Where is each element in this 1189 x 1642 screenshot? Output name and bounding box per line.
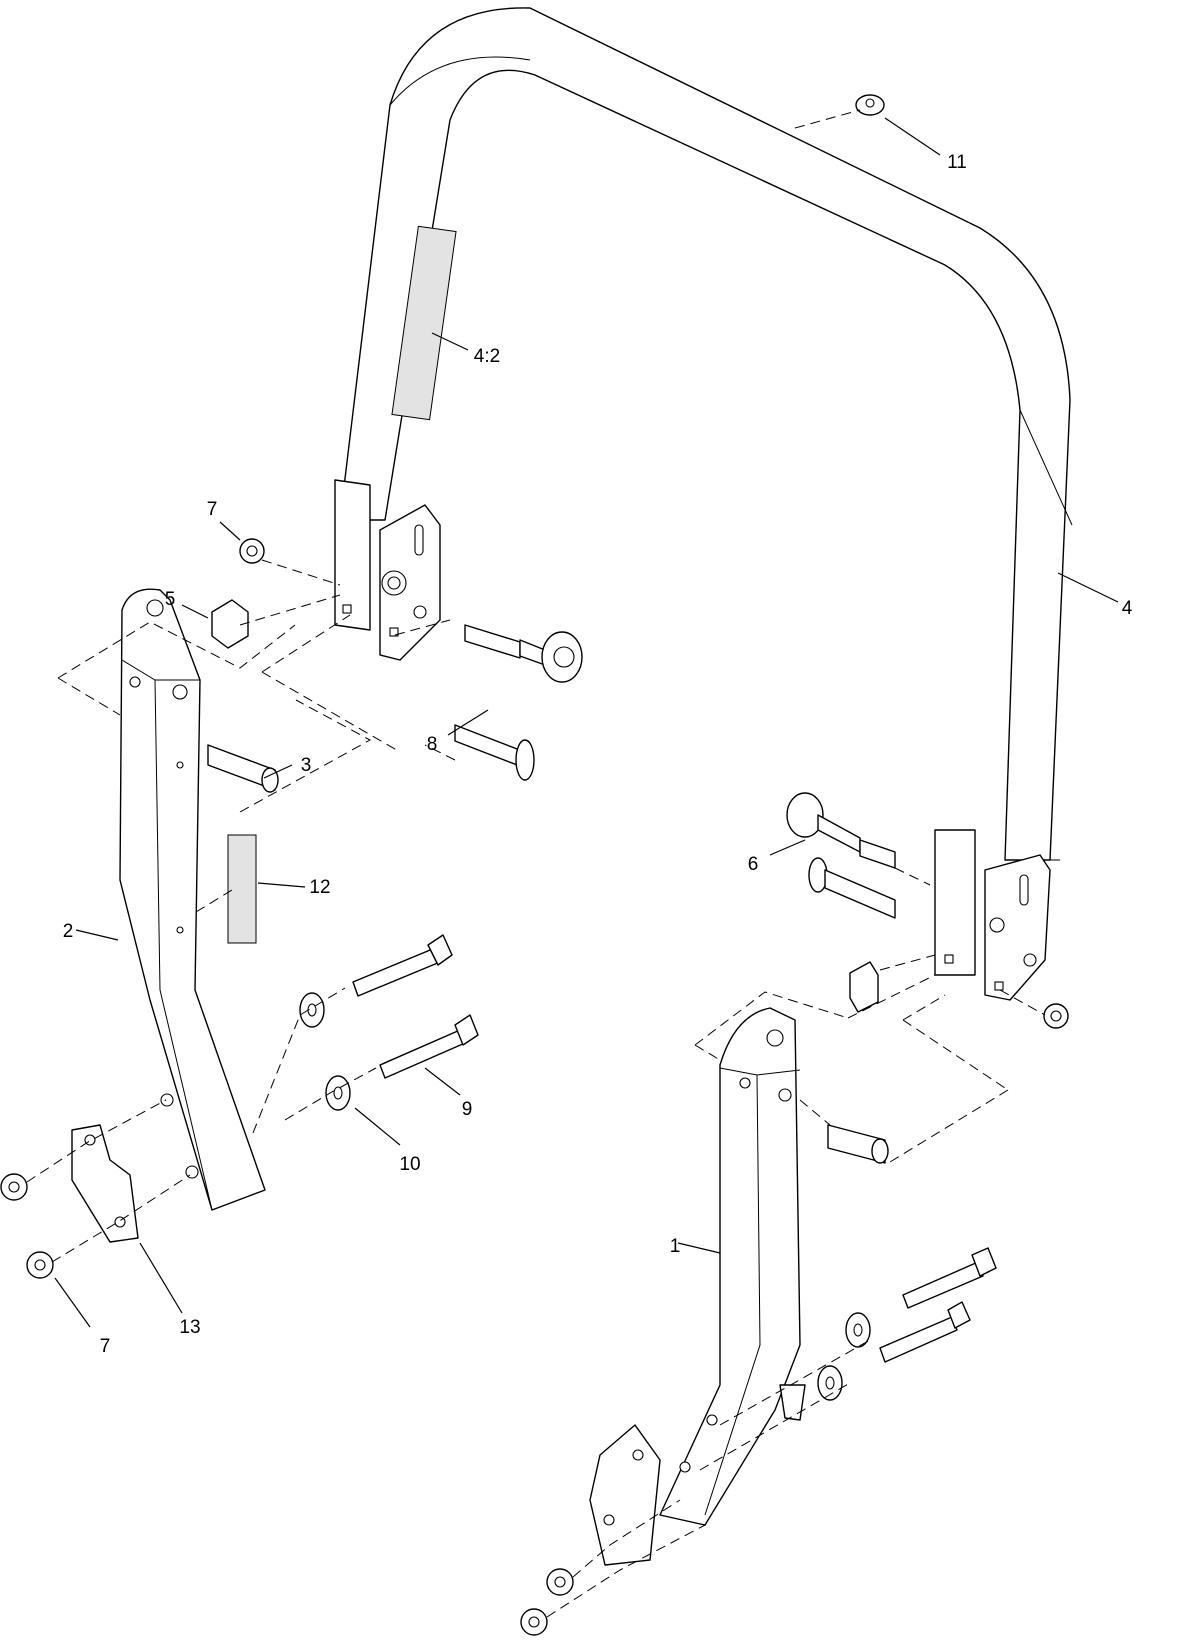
- callout-8: 8: [427, 734, 438, 755]
- callout-13: 13: [179, 1317, 200, 1338]
- callout-5: 5: [165, 589, 176, 610]
- right-clip-plate: [589, 1424, 661, 1566]
- bolts-left: [352, 934, 479, 1079]
- leader-lines: [54, 117, 1119, 1328]
- callout-2: 2: [63, 921, 74, 942]
- callout-11: 11: [947, 152, 967, 173]
- knobs: [211, 599, 879, 1013]
- roll-bar-hoop: [339, 7, 1073, 861]
- left-upright: [119, 588, 266, 1211]
- clevis-pin-upper: [454, 724, 535, 781]
- callout-12: 12: [309, 877, 330, 898]
- left-bushing: [207, 744, 279, 793]
- callout-3: 3: [301, 755, 312, 776]
- hoop-right-bracket: [934, 829, 1051, 1001]
- callout-4-2: 4:2: [474, 346, 500, 367]
- nut-right-1: [546, 1568, 574, 1596]
- left-locking-pin: [464, 624, 583, 683]
- callout-7-upper: 7: [207, 499, 218, 520]
- right-locking-pin: [786, 792, 896, 869]
- warning-decal: [227, 834, 257, 944]
- callout-6: 6: [748, 854, 759, 875]
- callout-1: 1: [670, 1236, 681, 1257]
- alignment-lines: [26, 109, 1046, 1618]
- callout-labels: 1 2 3 4 4:2 5 6 7 7 8 9 10 11 12 13: [63, 152, 1133, 1357]
- hoop-decal: [391, 225, 457, 421]
- bolts-right: [879, 1247, 997, 1363]
- callout-7-lower: 7: [100, 1336, 111, 1357]
- callout-4: 4: [1122, 598, 1133, 619]
- right-upright: [659, 1007, 806, 1526]
- nut-right-2: [520, 1608, 548, 1636]
- right-bushing: [827, 1124, 889, 1164]
- flange-nuts: [0, 538, 1069, 1636]
- clevis-pin-right: [808, 857, 896, 919]
- nut-left-2: [26, 1251, 54, 1279]
- bumper: [855, 94, 885, 116]
- callout-9: 9: [462, 1099, 473, 1120]
- left-clip-plate: [71, 1124, 139, 1243]
- nut-left-1: [0, 1173, 28, 1201]
- callout-10: 10: [399, 1154, 420, 1175]
- washers: [299, 992, 871, 1401]
- hoop-left-bracket: [334, 479, 441, 661]
- nut-upper-left: [239, 538, 265, 564]
- nut-right-upper: [1043, 1003, 1069, 1029]
